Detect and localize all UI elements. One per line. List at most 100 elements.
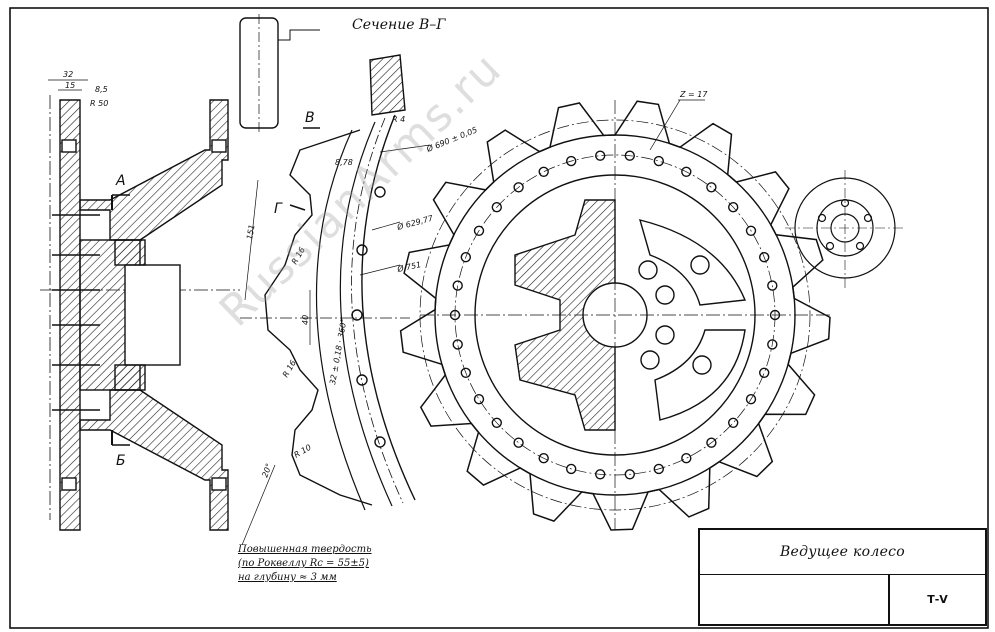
dim-751-leader [359, 264, 401, 276]
rim-bolt-hole [566, 155, 577, 167]
hub-bolt-5 [640, 350, 660, 370]
rim-hole-3 [351, 309, 363, 321]
rim-bolt-hole [595, 150, 606, 161]
rim-hole-2 [356, 244, 368, 256]
rim-bolt-hole [513, 437, 524, 448]
spoke-window-2 [654, 329, 746, 421]
rim-bolt-hole [460, 252, 471, 263]
dim-text-d751: Ø 751 [395, 259, 422, 274]
drawing-frame [9, 7, 989, 629]
spoke-window-1 [638, 219, 747, 306]
dim-text-40: 40 [301, 315, 310, 325]
rim-bolt-hole [538, 166, 549, 178]
title-block-divider [888, 575, 890, 626]
sprocket-bolt-holes [449, 150, 781, 480]
rim-bolt-hole [759, 252, 770, 263]
title-block: Ведущее колесо Т-V [698, 528, 987, 626]
cut-label-b: Б [116, 453, 126, 469]
hub-bolt-3 [655, 285, 675, 305]
dim-text-r16b: R 16 [281, 359, 298, 379]
cut-mark-g [289, 204, 306, 211]
cut-labels: А Б В Г [115, 110, 315, 469]
tooth-side-connector [278, 29, 320, 41]
rim-bolt-hole [473, 225, 485, 237]
rim-bolt-hole [452, 280, 463, 291]
hardness-note-line-3: на глубину ≈ 3 мм [238, 572, 337, 583]
rim-bolt-hole [566, 463, 577, 475]
hub-bolts [638, 255, 712, 375]
rim-bolt-hole [706, 182, 717, 193]
part-name: Ведущее колесо [779, 544, 906, 560]
hub-bolt-2 [690, 255, 710, 275]
hardness-note: Повышенная твердость (по Роквеллу Rc = 5… [238, 543, 372, 585]
dim-text-151: 151 [245, 224, 257, 241]
rim-bolt-hole [460, 367, 471, 378]
side-section-view [40, 79, 240, 531]
rim-bolt-hole [491, 417, 502, 428]
rim-bolt-hole [473, 394, 485, 405]
rim-bolt-hole [681, 166, 692, 178]
tooth-profile-section [239, 14, 431, 546]
outer-disk-section-lower [79, 389, 229, 531]
bolt-head-bottom [61, 477, 77, 491]
cut-label-v: В [305, 110, 315, 126]
dim-text-teeth: Z = 17 [679, 90, 708, 99]
hub-bore [124, 264, 181, 366]
cut-label-g: Г [274, 201, 283, 217]
teeth-count-leader [649, 99, 681, 151]
cut-label-a: А [115, 173, 126, 189]
rim-bolt-hole [653, 463, 664, 475]
note-leader [241, 464, 276, 546]
rim-bolt-hole [624, 469, 635, 480]
hub-bolt-1 [638, 260, 658, 280]
dim-text-8-78: 8,78 [335, 158, 353, 167]
dim-690-leader [379, 144, 431, 153]
rim-bolt-hole [745, 225, 757, 237]
sheet-code: Т-V [927, 593, 948, 606]
disk-bolt-top [211, 139, 227, 153]
rim-bolt-hole [745, 394, 757, 405]
dim-text-r50: R 50 [90, 99, 108, 108]
title-block-name-cell: Ведущее колесо [700, 530, 985, 575]
disk-rim-section [59, 99, 81, 531]
hub-bolt-6 [692, 355, 712, 375]
hub-detail-view [785, 170, 905, 290]
dim-629-leader [371, 221, 401, 231]
dim-text-15: 15 [65, 81, 75, 90]
rim-bolt-hole [538, 453, 549, 464]
hardness-note-line-1: Повышенная твердость [238, 544, 372, 555]
section-vg-block [369, 54, 406, 116]
dim-text-r10: R 10 [293, 443, 313, 460]
rim-bolt-hole [728, 201, 739, 213]
rim-bolt-hole [452, 339, 463, 350]
rim-bolt-hole [491, 201, 502, 213]
rim-hole-1 [374, 186, 386, 198]
rim-bolt-hole [513, 182, 524, 193]
rim-bolt-hole [767, 339, 778, 350]
rim-bolt-hole [706, 437, 717, 448]
rim-bolt-hole [767, 280, 778, 291]
hub-bolt-4 [655, 325, 675, 345]
sprocket-front-view [399, 99, 831, 531]
rim-arc-outer [361, 114, 416, 501]
outer-disk-section [79, 99, 229, 241]
tooth-outline [264, 129, 373, 506]
rim-arc-inner2 [315, 129, 366, 511]
dim-text-32: 32 [63, 70, 73, 79]
bearing-lower [114, 364, 146, 391]
rim-bolt-hole [653, 155, 664, 167]
rim-bolt-hole [595, 469, 606, 480]
dim-text-d629: Ø 629,77 [395, 213, 435, 233]
dim-151 [244, 179, 259, 301]
hardness-note-line-2: (по Роквеллу Rc = 55±5) [238, 558, 369, 569]
rim-hole-4 [356, 374, 368, 386]
section-title: Сечение В–Г [352, 17, 446, 33]
hub-detail-bolt-5 [817, 213, 827, 223]
rim-arc-inner [339, 121, 393, 507]
dim-text-8-5: 8,5 [95, 85, 108, 94]
rim-bolt-hole [728, 417, 739, 428]
rim-arc-mid [351, 117, 404, 504]
bearing-upper [114, 239, 146, 266]
dim-text-angle: 20° [260, 462, 273, 478]
